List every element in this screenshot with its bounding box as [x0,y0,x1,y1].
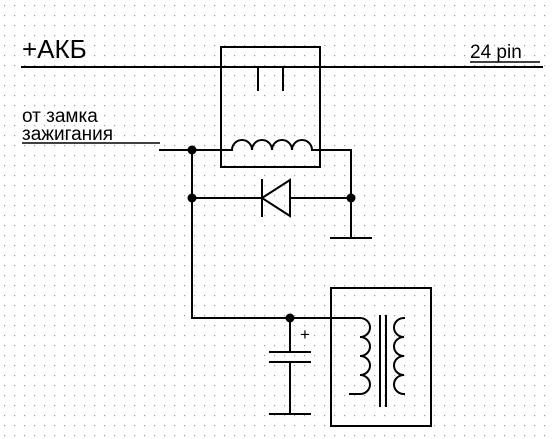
dot-grid [4,5,546,437]
diode [191,178,352,218]
relay [220,46,321,168]
capacitor [269,317,311,415]
primary-winding-icon [358,316,371,396]
secondary-winding-icon [393,316,406,396]
ignition-label-line2: зажигания [22,124,113,145]
capacitor-polarity-label: + [300,325,310,344]
ignition-label-line1: от замка [22,106,98,127]
ignition-coil [330,287,432,427]
battery-label: +АКБ [22,34,87,64]
diode-triangle-icon [260,178,291,218]
relay-coil-icon [230,139,314,152]
pin-label: 24 pin [470,42,522,63]
